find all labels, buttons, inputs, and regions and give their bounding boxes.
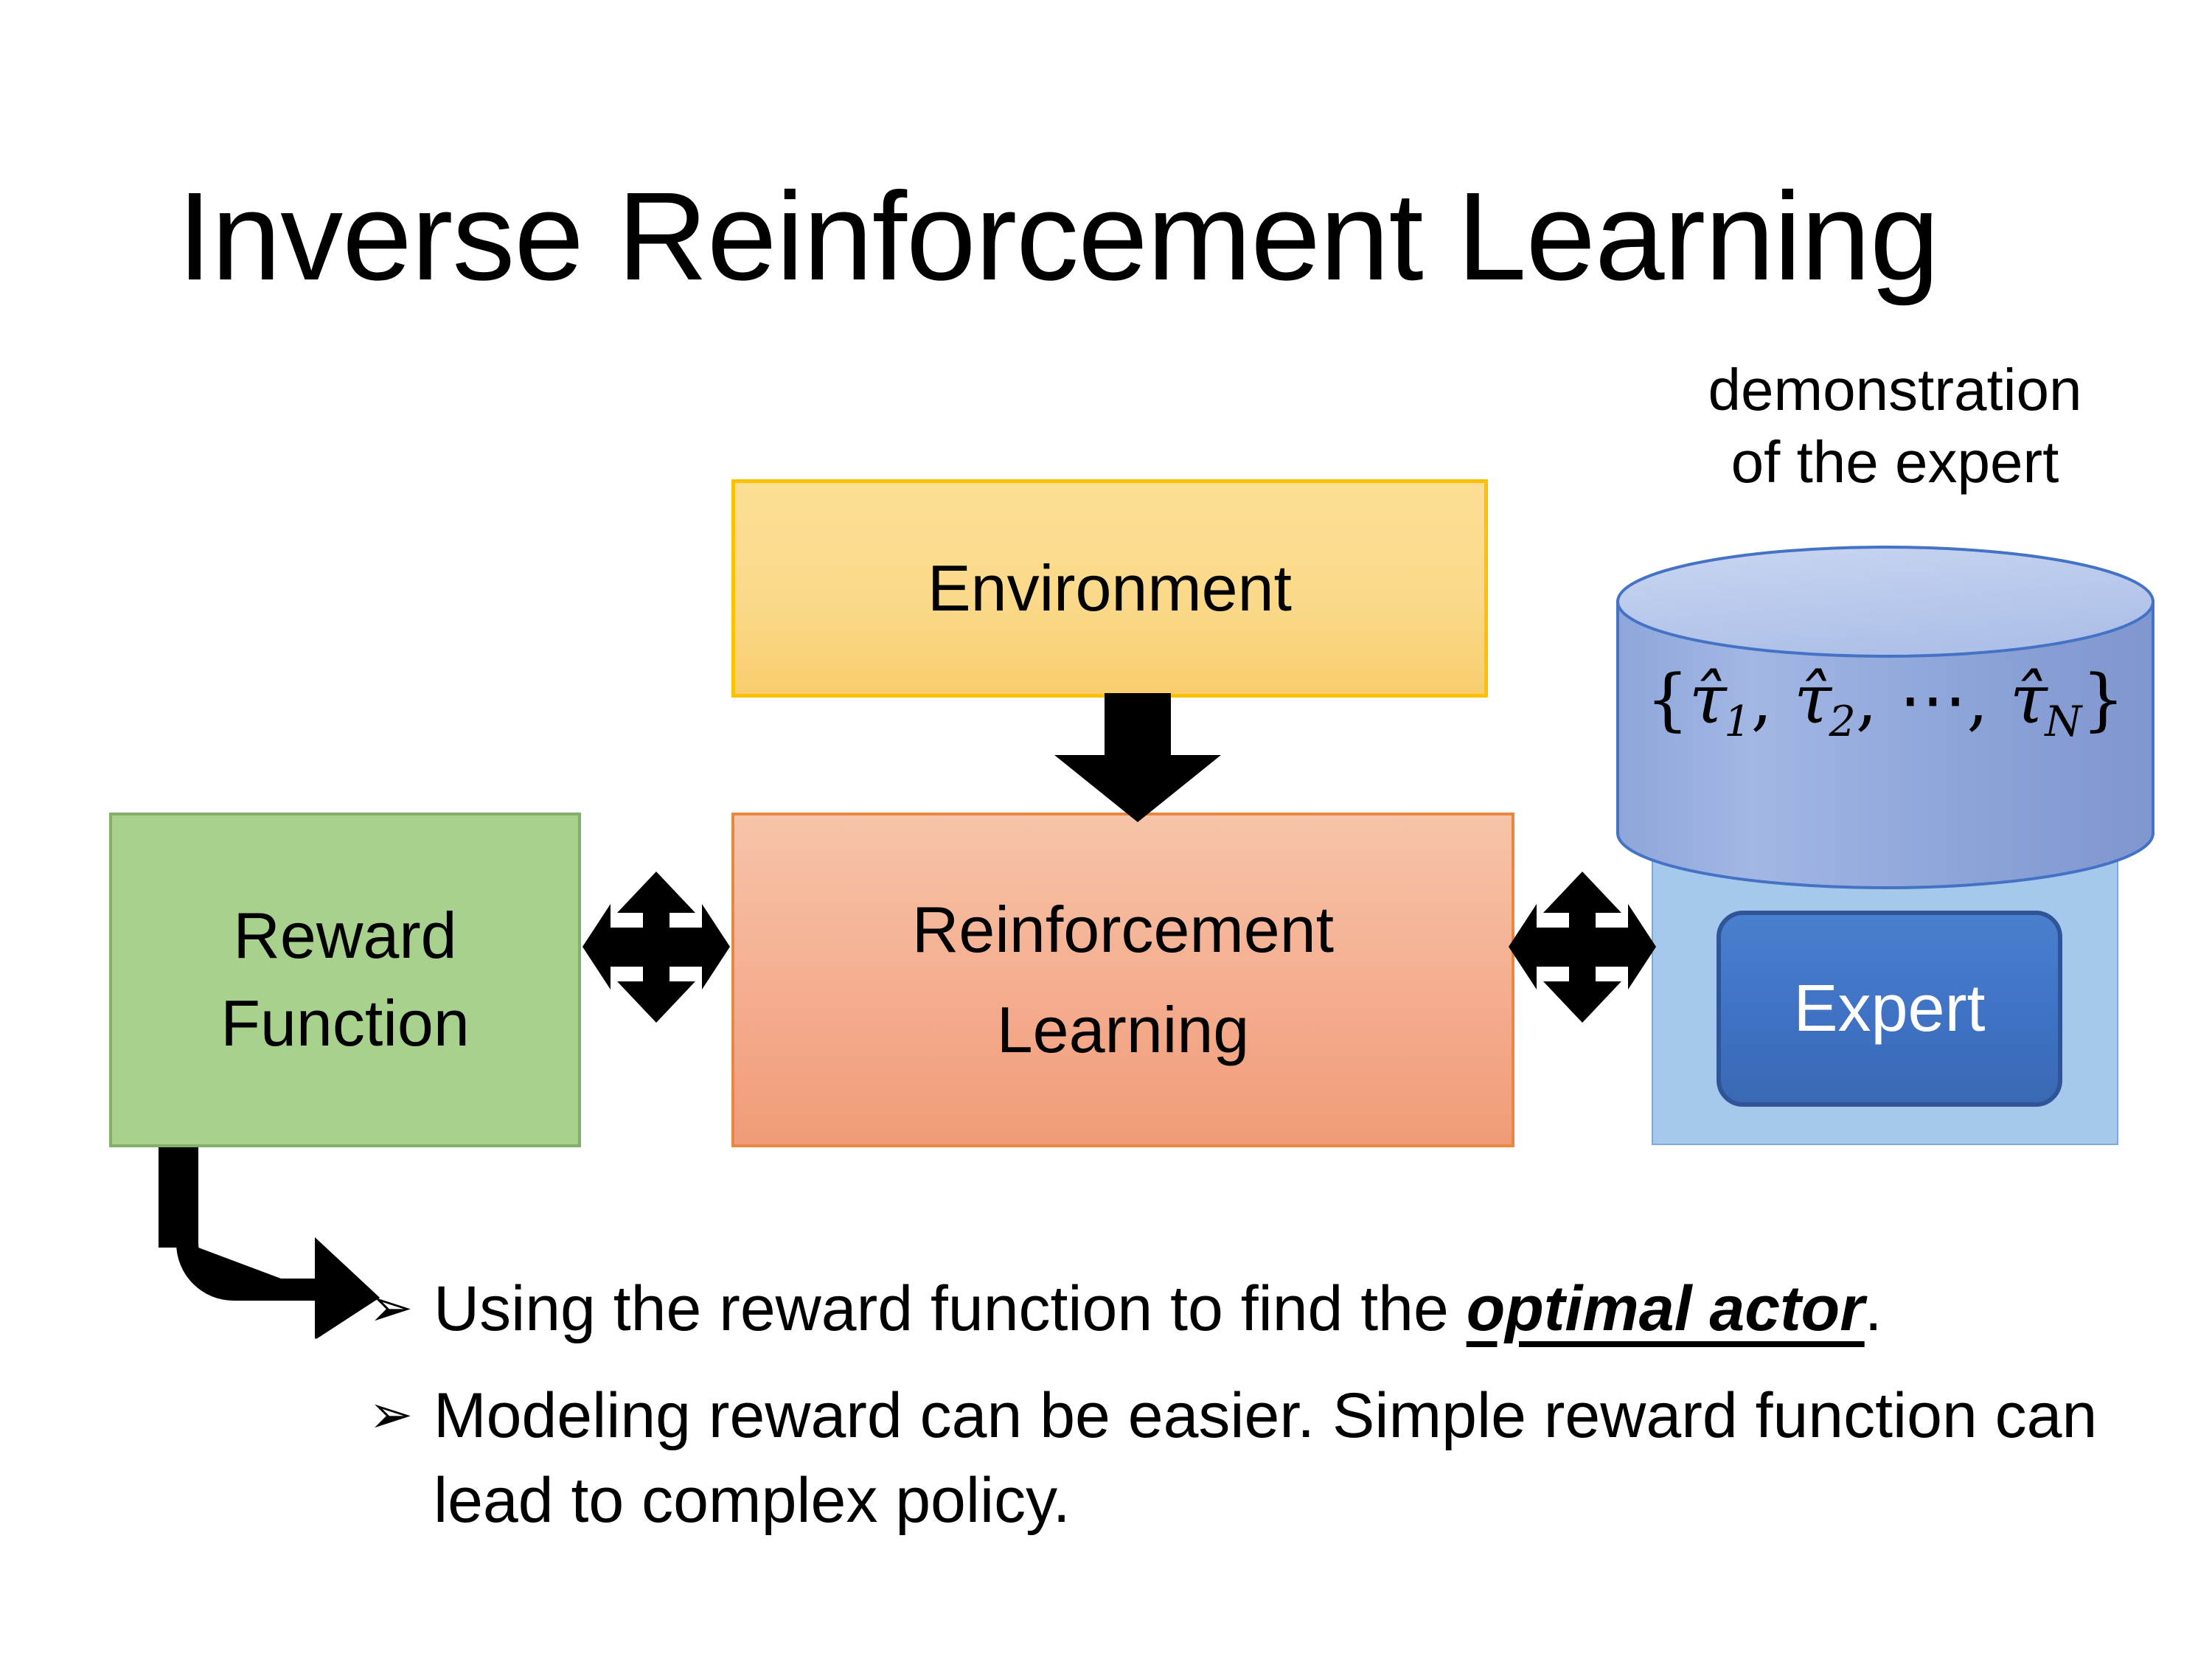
quad-arrow-icon-left [582,872,730,1023]
quad-arrow-icon-right [1509,872,1656,1023]
bullet-marker-icon: ➢ [369,1385,414,1445]
expert-group: demonstration of the expert {τ [1615,354,2175,1158]
reinforcement-learning-box[interactable]: Reinforcement Learning [731,813,1514,1147]
expert-button[interactable]: Expert [1717,911,2062,1107]
demonstration-caption: demonstration of the expert [1600,354,2190,498]
bullet-1-pre: Using the reward function to find the [434,1273,1467,1344]
page-title: Inverse Reinforcement Learning [177,167,1939,307]
bullet-list: ➢ Using the reward function to find the … [369,1267,2138,1566]
bullet-marker-icon: ➢ [369,1279,414,1338]
environment-box[interactable]: Environment [731,479,1488,698]
bullet-text-1: Using the reward function to find the op… [434,1267,2138,1352]
down-arrow-icon [1054,693,1221,822]
bullet-1-emphasis: optimal actor [1466,1273,1865,1344]
elbow-arrow-icon [159,1147,380,1339]
reinforcement-learning-label-line2: Learning [996,993,1250,1066]
environment-box-label: Environment [927,552,1292,625]
bullet-item-2: ➢ Modeling reward can be easier. Simple … [369,1374,2138,1543]
bullet-text-2: Modeling reward can be easier. Simple re… [434,1380,2098,1537]
reward-function-label-line1: Reward [233,899,457,973]
demonstration-cylinder-icon [1616,546,2154,889]
expert-button-label: Expert [1793,971,1986,1046]
reward-function-label-line2: Function [220,987,470,1060]
reward-function-box[interactable]: Reward Function [109,813,581,1147]
reinforcement-learning-label-line1: Reinforcement [911,892,1335,966]
bullet-1-post: . [1864,1273,1882,1344]
trajectory-set-formula: {τ̂1, τ̂2, ⋯, τ̂N} [1646,660,2125,747]
bullet-item-1: ➢ Using the reward function to find the … [369,1267,2138,1352]
demonstration-caption-line2: of the expert [1731,428,2059,495]
demonstration-caption-line1: demonstration [1708,357,2082,422]
